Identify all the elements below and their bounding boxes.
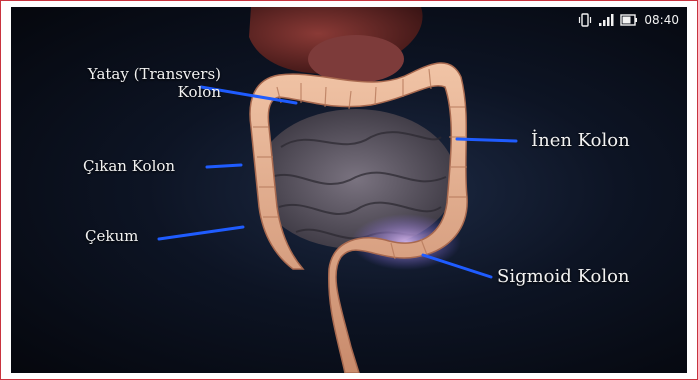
label-descending-colon: İnen Kolon bbox=[531, 130, 630, 152]
pointer-ascending bbox=[207, 165, 241, 167]
stomach-shape bbox=[308, 35, 404, 83]
vibrate-icon bbox=[578, 13, 592, 27]
battery-icon bbox=[620, 13, 638, 27]
pointer-cecum bbox=[159, 227, 243, 239]
anatomy-video-screen[interactable]: 08:40 Yatay (Transvers) Kolon Çıkan Kolo… bbox=[11, 7, 687, 373]
label-transverse-colon: Yatay (Transvers) Kolon bbox=[41, 65, 221, 101]
label-cecum: Çekum bbox=[85, 227, 138, 245]
label-sigmoid-colon: Sigmoid Kolon bbox=[497, 266, 630, 288]
status-bar: 08:40 bbox=[578, 11, 679, 29]
status-time: 08:40 bbox=[644, 13, 679, 27]
signal-icon bbox=[598, 13, 614, 27]
label-transverse-line2: Kolon bbox=[41, 83, 221, 101]
label-transverse-line1: Yatay (Transvers) bbox=[41, 65, 221, 83]
pointer-descending bbox=[457, 139, 516, 141]
label-ascending-colon: Çıkan Kolon bbox=[83, 157, 175, 175]
colon-illustration bbox=[11, 7, 687, 373]
